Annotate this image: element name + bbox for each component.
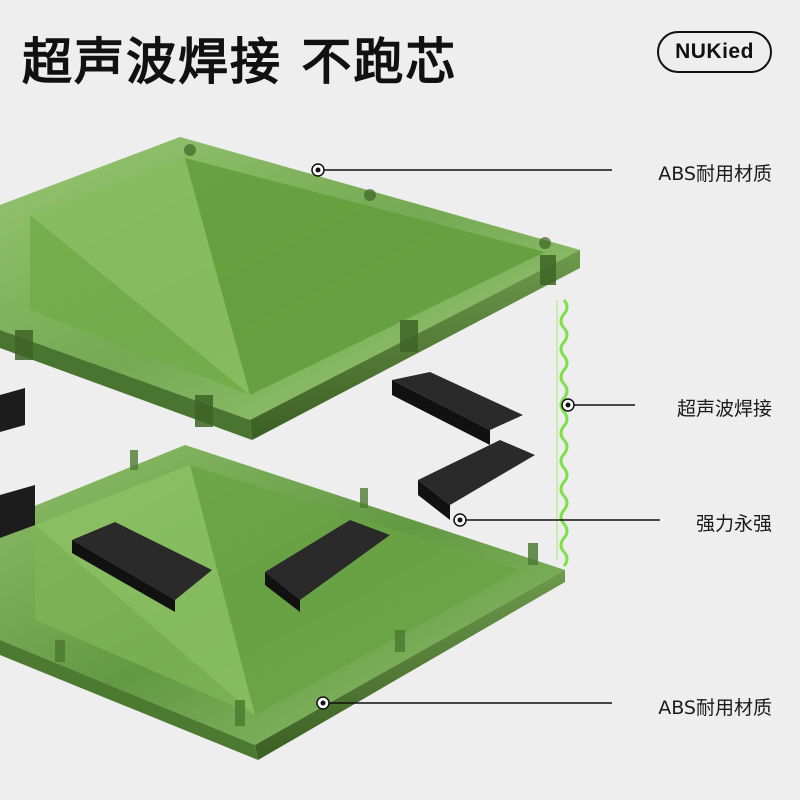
callout-top-plate-material: ABS耐用材质 bbox=[658, 163, 772, 185]
callout-strong-magnet: 强力永强 bbox=[695, 513, 772, 535]
weld-wave bbox=[559, 299, 569, 567]
callout-bottom-plate-material: ABS耐用材质 bbox=[658, 697, 772, 719]
magnet-bars bbox=[0, 372, 535, 612]
bottom-plate bbox=[0, 445, 565, 760]
top-plate bbox=[0, 137, 580, 440]
brand-logo: NUKied bbox=[657, 31, 772, 73]
callout-ultrasonic-weld: 超声波焊接 bbox=[676, 398, 772, 420]
page-title: 超声波焊接 不跑芯 bbox=[22, 33, 458, 91]
callout-leaders bbox=[311, 163, 660, 710]
